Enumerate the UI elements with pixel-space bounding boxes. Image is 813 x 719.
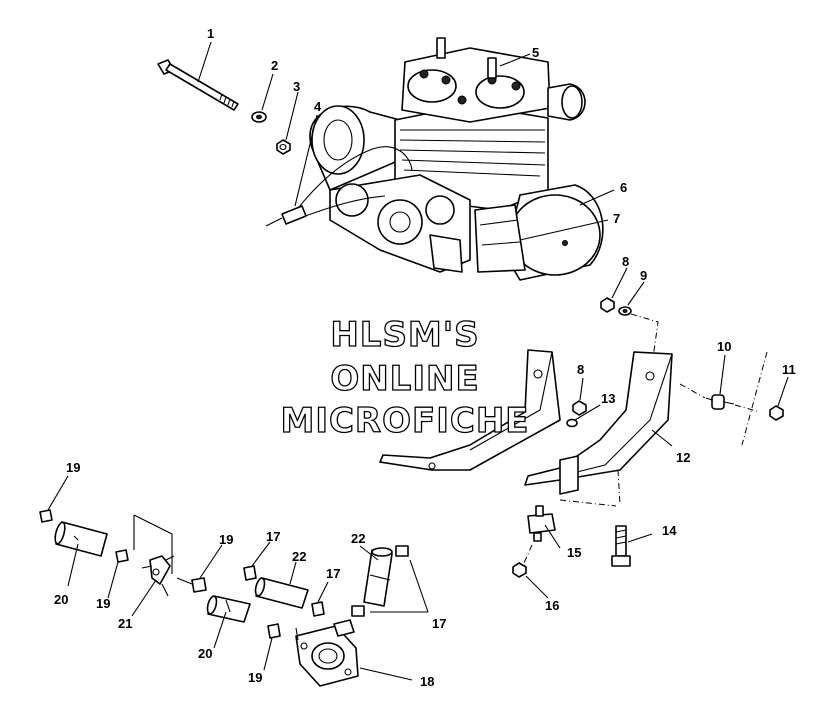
- callout-22-a: 22: [292, 549, 306, 564]
- clamp-19-d: [267, 623, 281, 639]
- centerline-c: [741, 351, 768, 446]
- callout-17-b: 17: [326, 566, 340, 581]
- mount-10: [705, 394, 735, 410]
- callout-17-a: 17: [266, 529, 280, 544]
- centerline-b: [679, 383, 761, 413]
- hose-20-b: [206, 595, 251, 623]
- callout-11: 11: [782, 362, 796, 377]
- mount-bracket-left: [379, 349, 561, 471]
- callout-19-b: 19: [96, 596, 110, 611]
- valve-fitting-21: [141, 555, 175, 597]
- clamp-19-c: [191, 577, 207, 593]
- nut-11: [769, 405, 784, 421]
- watermark: HLSM'S ONLINE MICROFICHE: [280, 314, 529, 441]
- callout-13: 13: [601, 391, 615, 406]
- watermark-line-2: ONLINE: [330, 359, 479, 399]
- centerline-e: [523, 544, 533, 564]
- callout-8-top: 8: [622, 254, 629, 269]
- callout-20-a: 20: [54, 592, 68, 607]
- clamp-19-b: [115, 549, 129, 563]
- callout-2: 2: [271, 58, 278, 73]
- bracket-line-21: [133, 514, 173, 574]
- mount-bracket-right-12: [524, 351, 673, 495]
- hose-22-b: [363, 547, 393, 607]
- callout-9: 9: [640, 268, 647, 283]
- callout-18: 18: [420, 674, 434, 689]
- callout-16: 16: [545, 598, 559, 613]
- nut-8-mid: [572, 400, 587, 416]
- rubber-mount-15: [527, 505, 556, 542]
- washer-9: [618, 306, 632, 316]
- callout-17-c: 17: [432, 616, 446, 631]
- callout-6: 6: [620, 180, 627, 195]
- callout-22-b: 22: [351, 531, 365, 546]
- hose-20-a: [54, 521, 108, 557]
- callout-3: 3: [293, 79, 300, 94]
- nut-16: [512, 562, 527, 578]
- callout-21: 21: [118, 616, 132, 631]
- callout-20-b: 20: [198, 646, 212, 661]
- callout-4: 4: [314, 99, 322, 114]
- callout-12: 12: [676, 450, 690, 465]
- callout-5: 5: [532, 45, 539, 60]
- callout-numbers: 1 2 3 4 5 6 7 8 9 8 13 10 11 12 14 15 16…: [54, 26, 796, 689]
- washer-13: [566, 418, 578, 428]
- clamp-17-a: [243, 565, 257, 581]
- washer-2: [251, 111, 267, 123]
- callout-1: 1: [207, 26, 214, 41]
- callout-19-d: 19: [248, 670, 262, 685]
- watermark-line-1: HLSM'S: [330, 315, 479, 355]
- hose-22-a: [254, 577, 309, 609]
- clamp-17-c: [351, 545, 409, 617]
- callout-19-a: 19: [66, 460, 80, 475]
- callout-15: 15: [567, 545, 581, 560]
- leader-group-17: [370, 559, 429, 613]
- callout-7: 7: [613, 211, 620, 226]
- callout-14: 14: [662, 523, 677, 538]
- clamp-17-b: [311, 601, 325, 617]
- fitting-link: [176, 577, 193, 585]
- nut-8-top: [600, 297, 615, 313]
- clamp-19-a: [39, 509, 53, 523]
- centerline-d: [559, 469, 621, 507]
- nut-3: [276, 139, 291, 155]
- watermark-line-3: MICROFICHE: [280, 401, 529, 441]
- bolt-1: [157, 59, 239, 111]
- callout-8-mid: 8: [577, 362, 584, 377]
- bolt-14: [611, 525, 631, 567]
- callout-10: 10: [717, 339, 731, 354]
- engine-assembly: [265, 37, 604, 281]
- leader-lines: [47, 41, 789, 681]
- callout-19-c: 19: [219, 532, 233, 547]
- water-outlet-18: [295, 619, 359, 687]
